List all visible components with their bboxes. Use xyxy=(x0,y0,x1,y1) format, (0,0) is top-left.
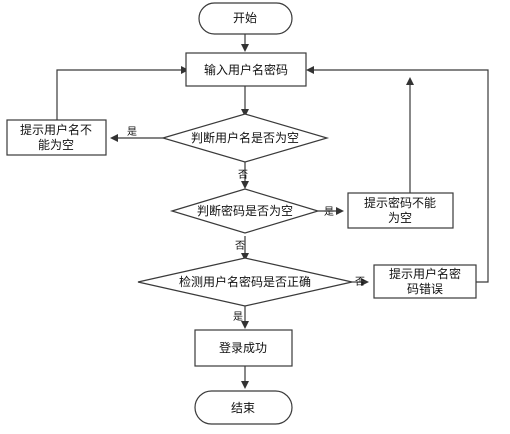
edge-labels: 是 否 是 否 否 是 xyxy=(127,126,365,323)
input-node: 输入用户名密码 xyxy=(185,52,307,87)
edge-error-prompt-loop xyxy=(309,69,489,283)
arrowhead-prompt-username xyxy=(110,134,118,142)
arrowhead-input xyxy=(241,44,249,52)
label-verify-yes: 是 xyxy=(233,311,243,323)
success-node: 登录成功 xyxy=(194,329,293,367)
start-terminator xyxy=(198,2,293,35)
check-password-diamond xyxy=(169,188,321,234)
arrowhead-input-from-right xyxy=(306,66,314,74)
arrowhead-password-loop xyxy=(406,77,414,85)
label-username-no: 否 xyxy=(238,169,248,181)
check-username-node: 判断用户名是否为空 xyxy=(160,113,330,163)
verify-label: 检测用户名密码是否正确 xyxy=(179,274,311,289)
check-password-node: 判断密码是否为空 xyxy=(169,188,321,234)
prompt-username-line1: 提示用户名不 xyxy=(20,122,92,137)
prompt-error-node: 提示用户名密 码错误 xyxy=(373,264,477,299)
connectors xyxy=(56,34,489,386)
verify-diamond xyxy=(137,257,353,307)
prompt-error-line1: 提示用户名密 xyxy=(389,266,461,281)
prompt-username-node: 提示用户名不 能为空 xyxy=(6,119,107,156)
start-node: 开始 xyxy=(198,2,293,35)
end-node: 结束 xyxy=(194,390,293,425)
label-password-yes: 是 xyxy=(324,206,334,218)
arrowhead-check-password xyxy=(241,181,249,189)
check-password-label: 判断密码是否为空 xyxy=(197,203,293,218)
prompt-username-line2: 能为空 xyxy=(38,138,74,152)
success-box xyxy=(194,329,293,367)
label-password-no: 否 xyxy=(235,240,245,252)
arrowhead-input-from-left xyxy=(181,66,189,74)
label-username-yes: 是 xyxy=(127,126,137,138)
prompt-password-line1: 提示密码不能 xyxy=(364,195,436,210)
arrowhead-verify xyxy=(241,253,249,261)
end-label: 结束 xyxy=(231,401,255,415)
arrowhead-prompt-password xyxy=(336,207,344,215)
prompt-username-box xyxy=(6,119,107,156)
check-username-label: 判断用户名是否为空 xyxy=(191,130,299,145)
end-terminator xyxy=(194,390,293,425)
prompt-password-line2: 为空 xyxy=(388,211,412,225)
label-verify-no: 否 xyxy=(355,276,365,288)
verify-node: 检测用户名密码是否正确 xyxy=(137,257,353,307)
start-label: 开始 xyxy=(233,11,257,25)
prompt-error-box xyxy=(373,264,477,299)
arrowheads xyxy=(110,44,414,389)
prompt-password-node: 提示密码不能 为空 xyxy=(347,192,454,229)
arrowhead-success xyxy=(241,321,249,329)
edge-username-prompt-loop xyxy=(56,69,186,120)
success-label: 登录成功 xyxy=(219,340,267,355)
arrowhead-end xyxy=(241,381,249,389)
arrowhead-prompt-error xyxy=(361,278,369,286)
input-label: 输入用户名密码 xyxy=(204,62,288,77)
prompt-error-line2: 码错误 xyxy=(407,282,443,296)
check-username-diamond xyxy=(160,113,330,163)
input-box xyxy=(185,52,307,87)
prompt-password-box xyxy=(347,192,454,229)
arrowhead-check-username xyxy=(241,109,249,117)
